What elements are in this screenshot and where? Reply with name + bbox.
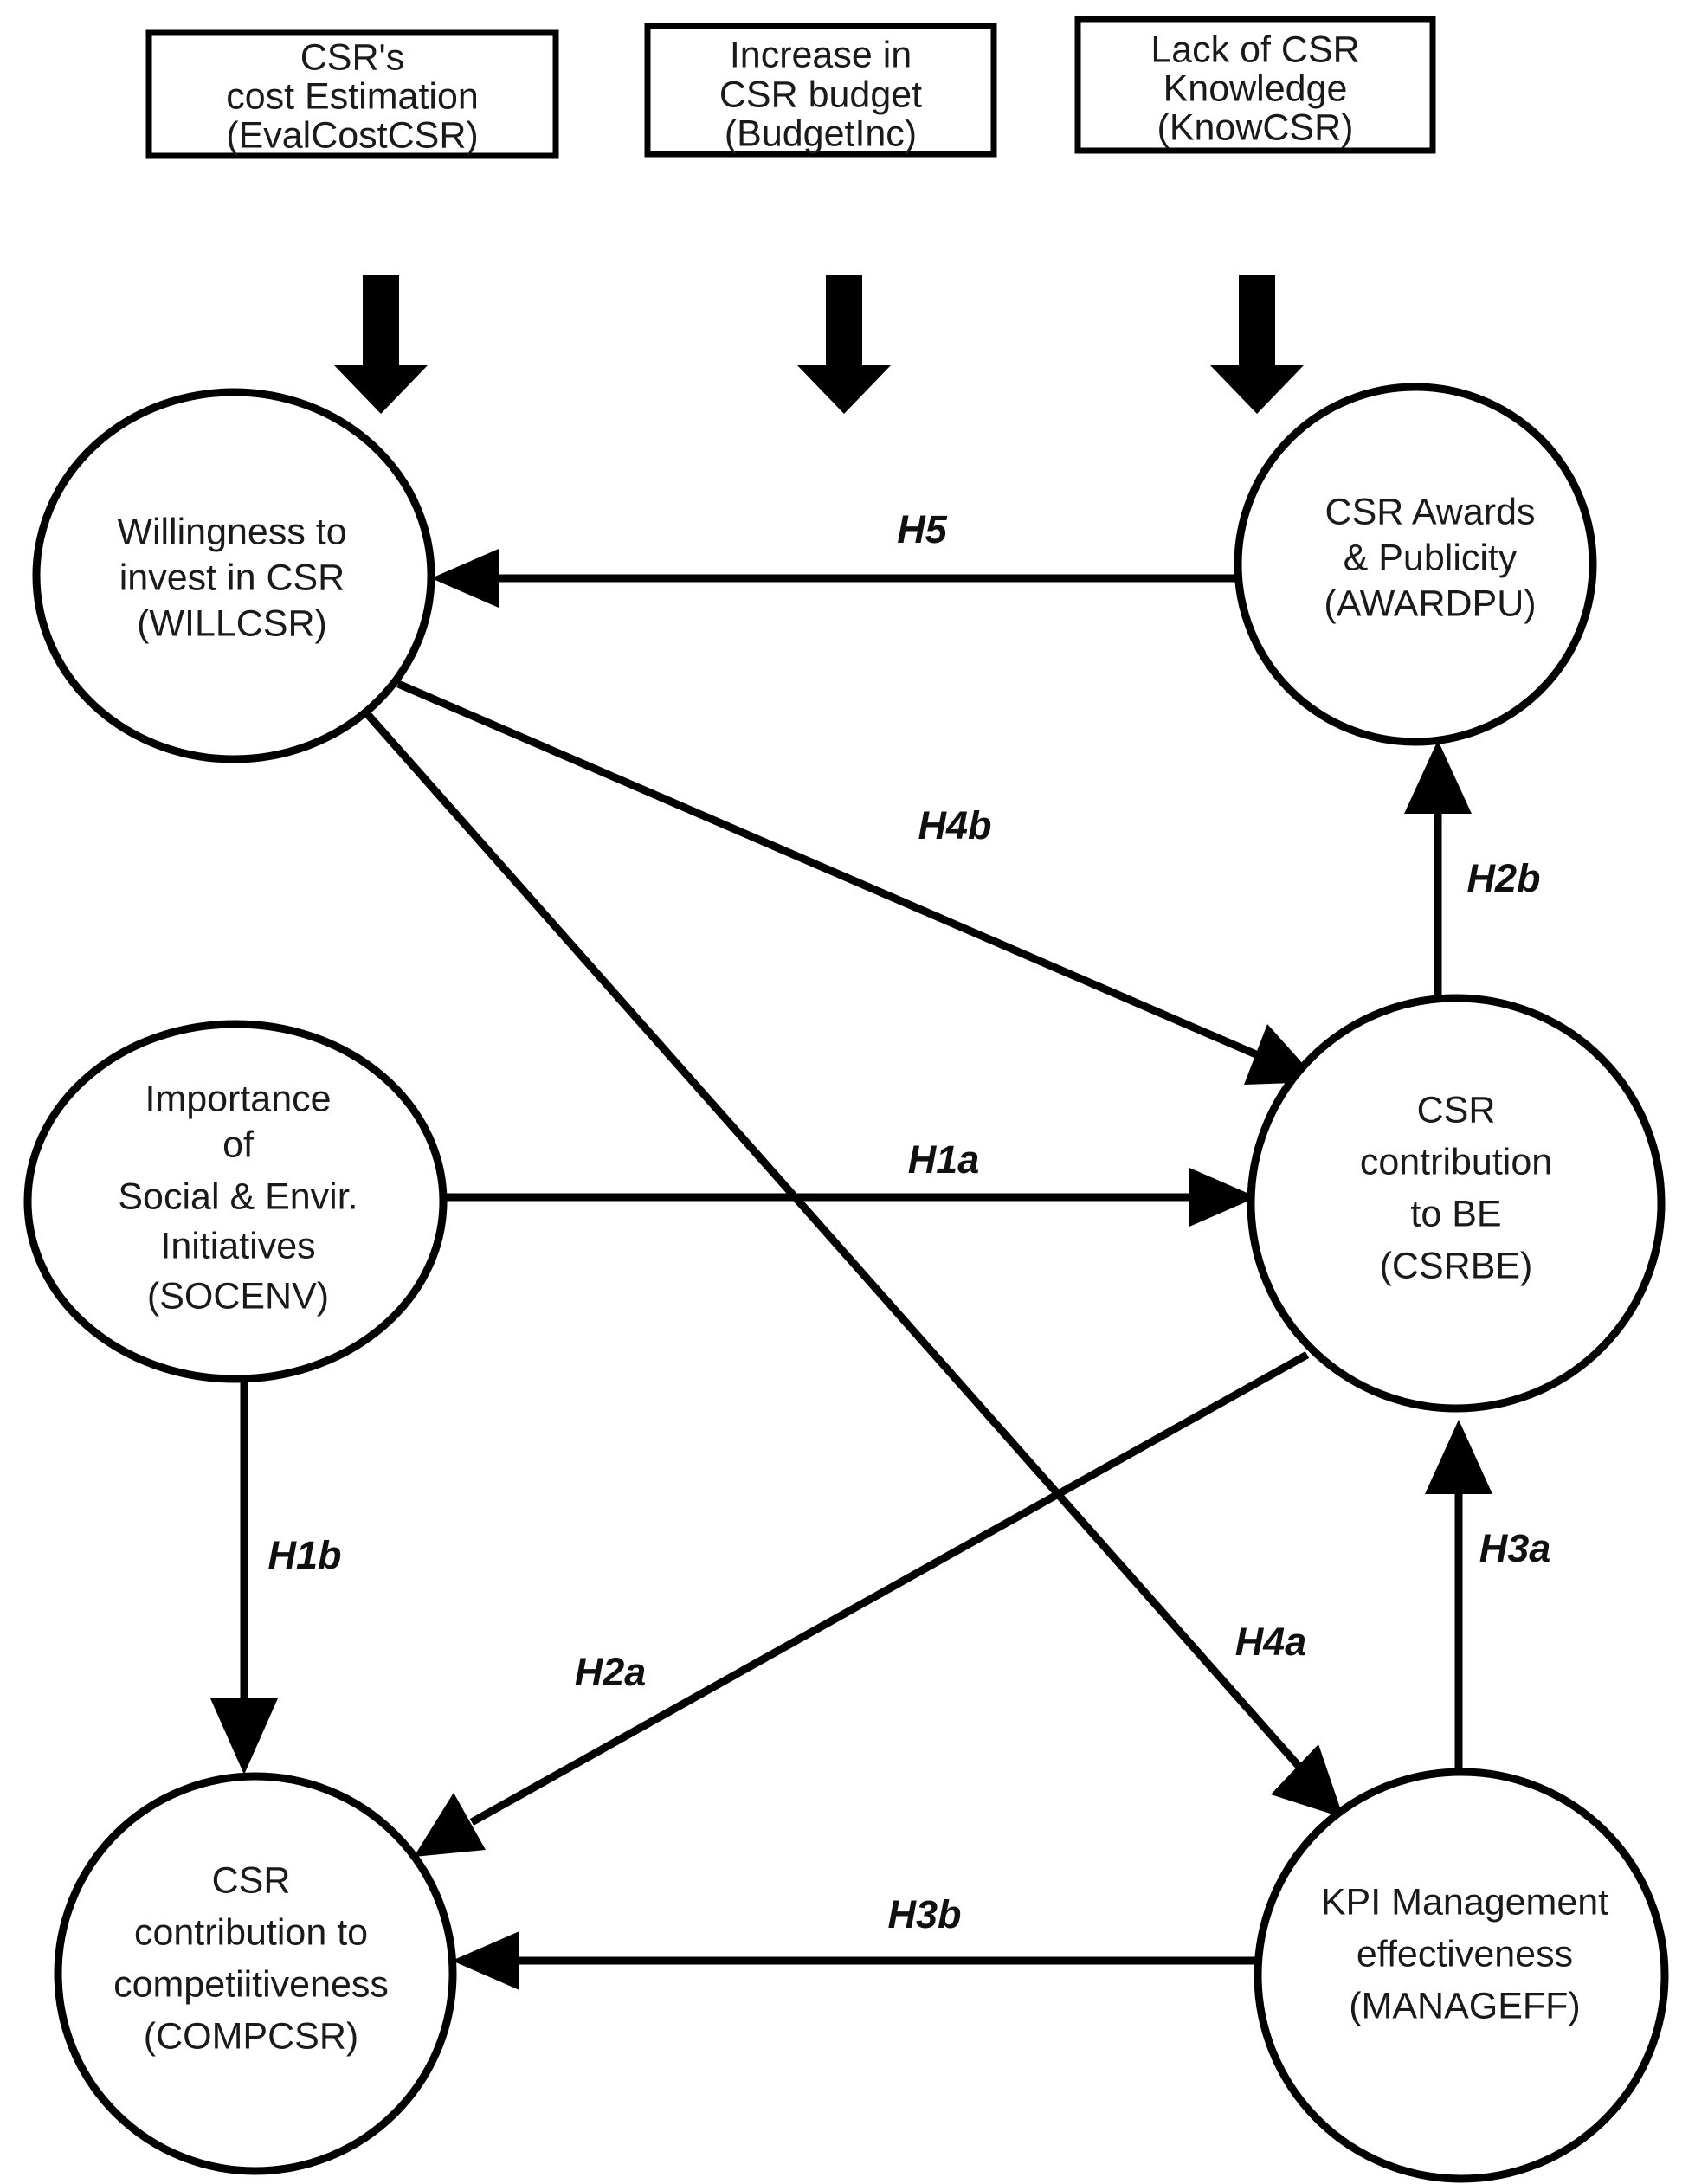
box-knowcsr-line-3: (KnowCSR) xyxy=(1157,106,1354,148)
box-budgetinc-line-2: CSR budget xyxy=(719,74,922,115)
node-awardpu-line-2: & Publicity xyxy=(1344,537,1518,578)
edge-h1b[interactable] xyxy=(210,1378,278,1775)
arrow-knowcsr-awardpu-icon xyxy=(1210,275,1304,414)
box-knowcsr[interactable]: Lack of CSR Knowledge (KnowCSR) xyxy=(1074,16,1436,154)
node-willcsr-line-1: Willingness to xyxy=(117,511,346,552)
node-socenv-line-2: of xyxy=(222,1124,255,1165)
edge-h3b[interactable] xyxy=(452,1931,1260,1990)
node-csrbe-line-4: (CSRBE) xyxy=(1380,1245,1533,1286)
node-willcsr[interactable]: Willingness to invest in CSR (WILLCSR) xyxy=(32,388,435,763)
edge-h4a[interactable] xyxy=(360,707,1344,1818)
label-h1b: H1b xyxy=(267,1533,341,1577)
node-csrbe-line-1: CSR xyxy=(1417,1089,1496,1131)
node-manageff-line-3: (MANAGEFF) xyxy=(1349,1985,1581,2026)
arrow-budgetinc-willcsr-icon xyxy=(797,275,891,414)
box-evalcostcsr[interactable]: CSR's cost Estimation (EvalCostCSR) xyxy=(145,29,559,159)
label-h4b: H4b xyxy=(918,803,991,847)
node-socenv[interactable]: Importance of Social & Envir. Initiative… xyxy=(23,1020,448,1383)
box-evalcostcsr-line-2: cost Estimation xyxy=(226,75,479,117)
label-h3a: H3a xyxy=(1479,1526,1551,1570)
node-compcsr-line-4: (COMPCSR) xyxy=(144,2015,358,2057)
label-h1a: H1a xyxy=(908,1137,980,1182)
hypothesis-labels: H5 H4b H2b H1a H1b H2a H4a H3a H3b xyxy=(267,507,1550,1936)
box-budgetinc-line-3: (BudgetInc) xyxy=(725,113,917,154)
edge-h4b[interactable] xyxy=(396,680,1319,1085)
node-willcsr-circle xyxy=(32,388,435,763)
box-knowcsr-rect xyxy=(1074,16,1436,154)
box-evalcostcsr-rect xyxy=(145,29,559,159)
node-csrbe[interactable]: CSR contribution to BE (CSRBE) xyxy=(1247,994,1666,1413)
label-h5: H5 xyxy=(897,507,947,551)
node-willcsr-line-3: (WILLCSR) xyxy=(137,602,327,644)
edge-h5[interactable] xyxy=(431,549,1238,608)
node-socenv-line-1: Importance xyxy=(145,1078,331,1119)
box-budgetinc-rect xyxy=(644,23,997,158)
node-willcsr-line-2: invest in CSR xyxy=(119,557,345,598)
node-socenv-line-3: Social & Envir. xyxy=(118,1176,358,1217)
node-awardpu-circle xyxy=(1234,383,1597,746)
node-compcsr[interactable]: CSR contribution to competiitiveness (CO… xyxy=(54,1772,457,2175)
node-compcsr-circle xyxy=(54,1772,457,2175)
arrow-evalcostcsr-willcsr-icon xyxy=(334,275,428,414)
node-awardpu-line-1: CSR Awards xyxy=(1325,491,1536,532)
label-h2a: H2a xyxy=(575,1650,647,1694)
node-csrbe-line-2: contribution xyxy=(1360,1141,1552,1182)
edge-h2a[interactable] xyxy=(414,1351,1310,1857)
node-manageff-line-1: KPI Management xyxy=(1321,1881,1608,1923)
box-budgetinc[interactable]: Increase in CSR budget (BudgetInc) xyxy=(644,23,997,158)
node-compcsr-line-2: contribution to xyxy=(134,1911,368,1953)
box-knowcsr-line-2: Knowledge xyxy=(1163,68,1348,109)
node-compcsr-line-3: competiitiveness xyxy=(113,1963,389,2005)
node-awardpu-line-3: (AWARDPU) xyxy=(1324,583,1536,624)
label-h2b: H2b xyxy=(1466,856,1540,900)
box-knowcsr-line-1: Lack of CSR xyxy=(1150,29,1359,70)
edge-h1a[interactable] xyxy=(443,1168,1257,1227)
node-csrbe-circle xyxy=(1247,994,1666,1413)
edge-h2b[interactable] xyxy=(1404,740,1472,997)
box-evalcostcsr-line-3: (EvalCostCSR) xyxy=(226,114,479,156)
node-manageff-circle xyxy=(1254,1768,1669,2183)
node-manageff[interactable]: KPI Management effectiveness (MANAGEFF) xyxy=(1254,1768,1669,2183)
node-compcsr-line-1: CSR xyxy=(212,1859,291,1901)
node-socenv-line-4: Initiatives xyxy=(160,1225,315,1266)
label-h4a: H4a xyxy=(1235,1620,1307,1664)
box-evalcostcsr-line-1: CSR's xyxy=(300,36,405,78)
node-awardpu[interactable]: CSR Awards & Publicity (AWARDPU) xyxy=(1234,383,1597,746)
node-socenv-line-5: (SOCENV) xyxy=(147,1275,329,1317)
node-manageff-line-2: effectiveness xyxy=(1357,1933,1573,1975)
box-budgetinc-line-1: Increase in xyxy=(730,34,912,75)
node-socenv-circle xyxy=(23,1020,448,1383)
node-csrbe-line-3: to BE xyxy=(1410,1193,1501,1234)
label-h3b: H3b xyxy=(887,1892,961,1936)
edge-h3a[interactable] xyxy=(1425,1420,1492,1775)
